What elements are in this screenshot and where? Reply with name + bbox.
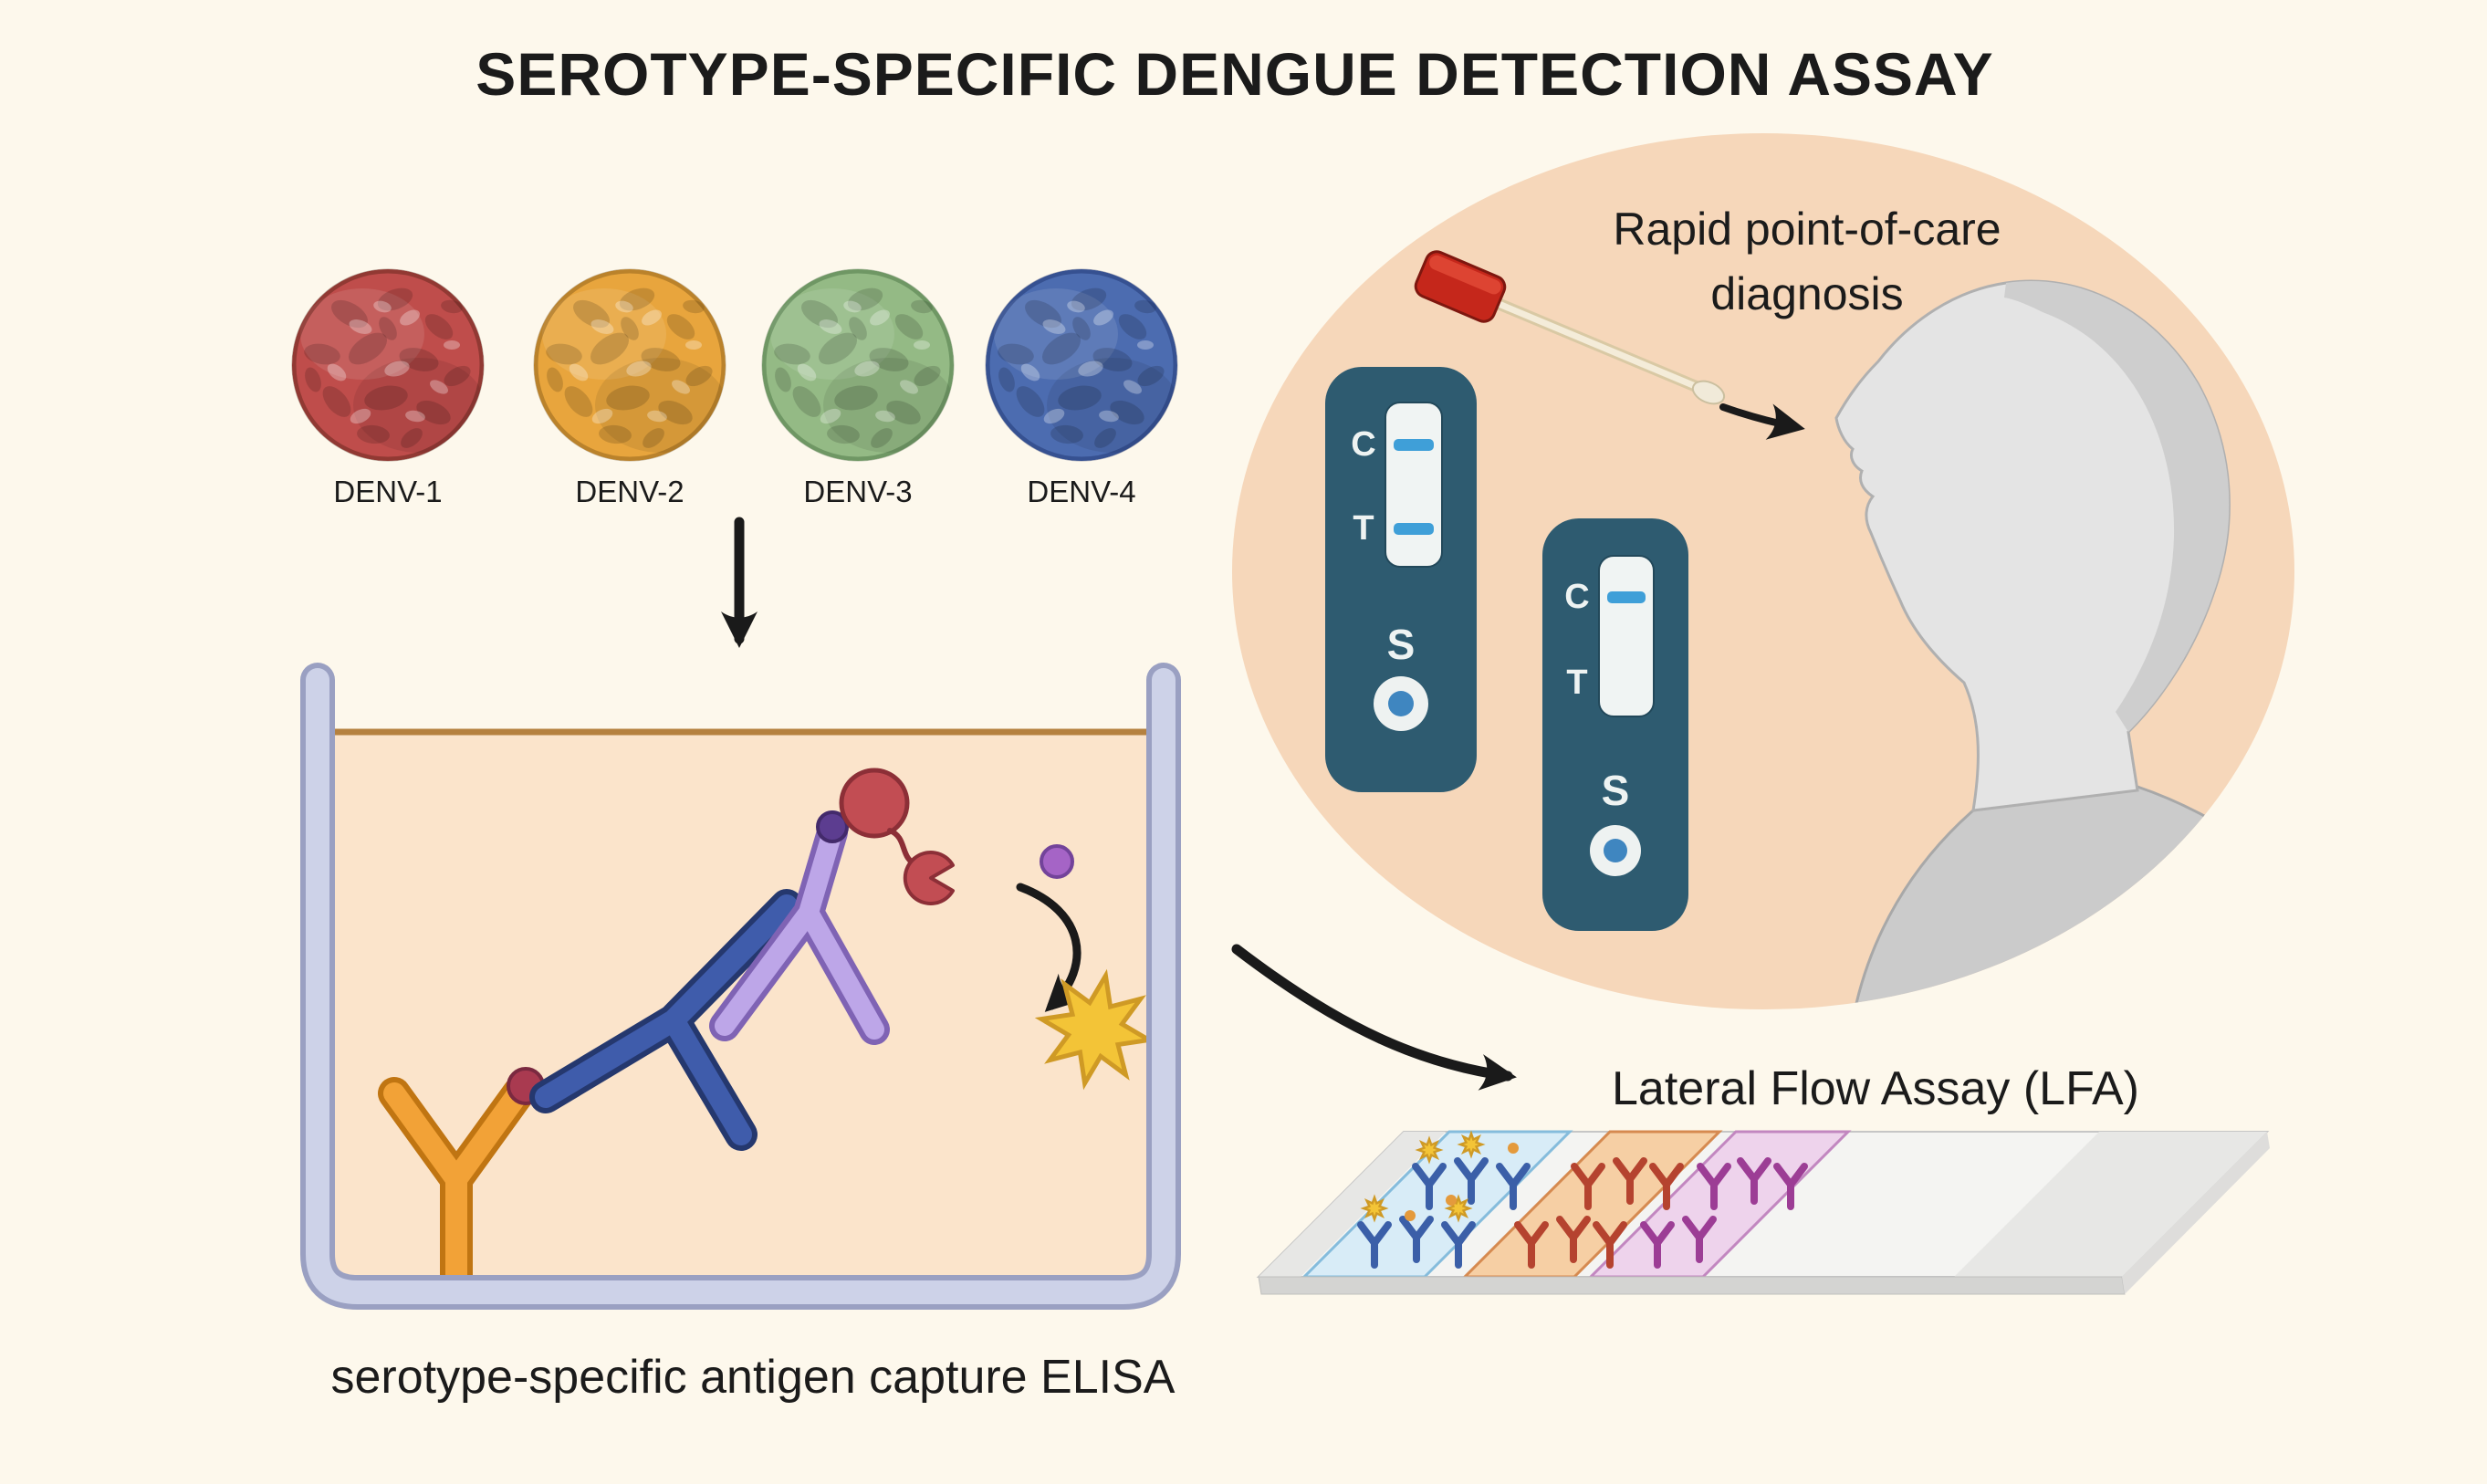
control-line (1394, 439, 1434, 451)
secondary-antibody-icon (709, 817, 890, 1045)
virus-label-denv3: DENV-3 (803, 475, 912, 508)
test-label: T (1566, 664, 1587, 702)
result-window (1598, 555, 1655, 717)
virus-row: DENV-1 DENV-2 DENV-3 DENV-4 (291, 268, 1178, 508)
person-hair (2004, 281, 2230, 732)
star-burst-icon (1416, 1137, 1442, 1163)
virus-label-denv4: DENV-4 (1027, 475, 1135, 508)
substrate-dot-icon (1040, 844, 1074, 879)
figure-title: SEROTYPE-SPECIFIC DENGUE DETECTION ASSAY (475, 40, 1993, 108)
lfa-antigen-dots (1405, 1143, 1519, 1221)
linker-dot-icon (816, 810, 849, 843)
virus-icon-denv2 (533, 268, 726, 462)
star-burst-icon (1362, 1196, 1387, 1221)
arrow-curved-icon (1231, 944, 1517, 1091)
result-window (1385, 402, 1443, 568)
swab-tip (1691, 380, 1726, 405)
capture-antibody-icon (378, 1077, 535, 1308)
virus-icon-denv1 (291, 268, 485, 462)
enzyme-icon (839, 768, 955, 905)
test-cassette-1: C T S (1325, 367, 1477, 792)
swab-arrow-icon (1719, 403, 1805, 440)
sample-well-dot (1604, 839, 1627, 862)
lfa-strip (1256, 1130, 2270, 1295)
strip-right-pad (1954, 1132, 2267, 1277)
lfa-caption: Lateral Flow Assay (LFA) (1612, 1062, 2139, 1115)
poc-caption-line1: Rapid point-of-care (1613, 204, 2001, 255)
virus-label-denv2: DENV-2 (575, 475, 684, 508)
detection-antibody-icon (529, 889, 803, 1151)
swab-icon (1414, 250, 1726, 405)
control-line (1607, 591, 1646, 603)
sample-label: S (1602, 767, 1630, 814)
virus-icon-denv4 (985, 268, 1178, 462)
strip-left-pad (1259, 1132, 1446, 1277)
strip-end-face (2122, 1132, 2270, 1294)
person-head (1834, 279, 2231, 812)
test-cassette-2: C T S (1542, 518, 1688, 931)
strip-front-face (1258, 1276, 2126, 1295)
sample-label: S (1387, 621, 1416, 668)
poc-bubble: Rapid point-of-care diagnosis C T S C T … (1232, 133, 2294, 1009)
well-wall (306, 668, 1176, 1304)
virus-label-denv1: DENV-1 (333, 475, 442, 508)
test-line (1394, 523, 1434, 535)
elisa-caption: serotype-specific antigen capture ELISA (331, 1351, 1176, 1404)
sample-well-dot (1388, 691, 1414, 716)
elisa-well (300, 663, 1181, 1310)
control-label: C (1351, 425, 1375, 464)
virus-icon-denv3 (761, 268, 955, 462)
star-burst-icon (1458, 1132, 1484, 1157)
poc-caption-line2: diagnosis (1710, 268, 1903, 319)
control-label: C (1564, 578, 1589, 616)
test-label: T (1353, 509, 1374, 548)
